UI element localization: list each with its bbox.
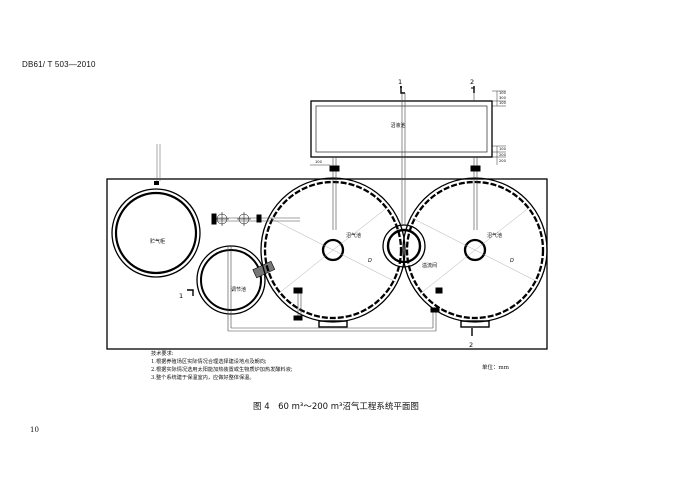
filter-pool-label: 沼液池 [390,122,405,129]
notes-title: 技术要求: [151,351,174,357]
building-outline [106,178,548,350]
overflow-well-label: 溢流间 [422,262,437,269]
technical-notes: 技术要求: 1.根据养殖场区实际情况合理选择建设地点及朝向; 2.根据实际情况选… [151,350,293,382]
digester-right-dashed [405,180,545,320]
section-label-2-top: 2 [470,78,474,86]
digester-right-center [463,238,487,262]
regulating-pool-label: 调节池 [231,286,246,293]
svg-text:D: D [510,258,514,264]
figure-caption: 图 4 60 m³～200 m³沼气工程系统平面图 [253,402,419,412]
gas-holder-label: 贮气柜 [150,238,165,245]
notes-item-3: 3.整个系统建于保温室内，应做好整体保温。 [151,375,255,382]
digester-left-label: 沼气池 [346,232,361,239]
section-marker-1-top [400,86,405,94]
dim-top-2: 300 [499,96,507,100]
notes-item-1: 1.根据养殖场区实际情况合理选择建设地点及朝向; [151,359,267,366]
gas-holder-outer [111,188,201,278]
dim-bottom-4: 100 [315,160,323,164]
digester-left-center [321,238,345,262]
section-marker-1-left [187,289,194,296]
bottom-dimensions [310,145,506,166]
dim-top-1: 100 [499,91,507,95]
overflow-well-inner [386,228,422,264]
page-number: 10 [30,426,39,434]
dim-bottom-2: 200 [499,153,507,157]
filter-pool-inner [315,105,488,153]
section-label-2-bottom: 2 [469,341,473,349]
svg-text:D: D [368,258,372,264]
unit-label: 单位：mm [482,365,509,371]
dim-bottom-3: 200 [499,159,507,163]
valve-fittings [211,165,481,321]
pipe-network [212,93,478,332]
digester-left-dashed [263,180,403,320]
top-dimensions [492,90,506,107]
section-marker-2-top [471,86,475,93]
digester-right-label: 沼气池 [487,232,502,239]
digester-right-outer [402,177,548,323]
crosshair-symbols [215,212,251,226]
dim-bottom-1: 100 [499,147,507,151]
section-label-1-top: 1 [398,78,402,86]
dim-top-3: 100 [499,101,507,105]
filter-pool-outer [310,100,493,158]
standard-code: DB61/ T 503—2010 [22,60,96,69]
notes-item-2: 2.根据实际情况选用太阳能加热装置或生物质炉加热发酵料液; [151,367,293,374]
overflow-well-outer [382,224,426,268]
gas-holder-inner [114,191,198,275]
section-label-1-left: 1 [179,292,183,300]
